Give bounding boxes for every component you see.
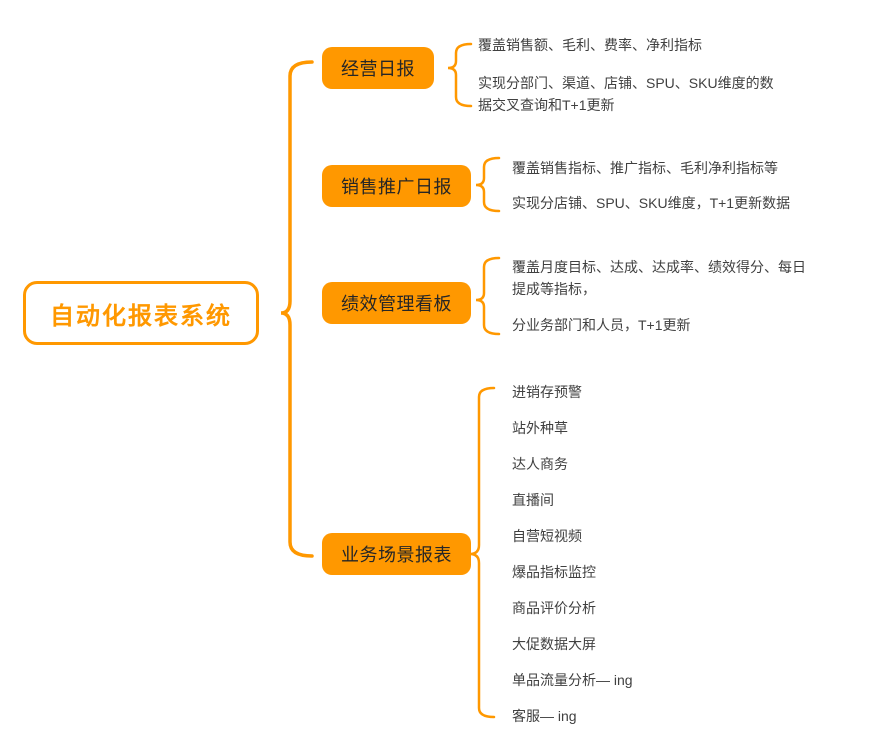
leaf-topic[interactable]: 分业务部门和人员，T+1更新 [512,317,691,333]
branch-label: 经营日报 [341,59,415,79]
branch-2-brace [475,256,501,336]
branch-1-brace [475,156,501,213]
leaf-topic[interactable]: 商品评价分析 [512,600,596,616]
root-topic-label: 自动化报表系统 [50,302,232,330]
branch-3-brace [469,386,496,719]
leaf-topic[interactable]: 大促数据大屏 [512,636,596,652]
branch-node-business-scene-reports[interactable]: 业务场景报表 [322,533,471,575]
leaf-topic[interactable]: 单品流量分析— ing [512,672,633,688]
leaf-topic[interactable]: 覆盖销售指标、推广指标、毛利净利指标等 [512,160,778,176]
leaf-topic[interactable]: 客服— ing [512,708,577,724]
branch-3-leaf-list: 进销存预警 站外种草 达人商务 直播间 自营短视频 爆品指标监控 商品评价分析 … [512,384,633,724]
leaf-topic[interactable]: 进销存预警 [512,384,582,400]
branch-node-sales-promo-daily[interactable]: 销售推广日报 [322,165,471,207]
leaf-topic[interactable]: 达人商务 [512,456,568,472]
branch-node-operating-daily[interactable]: 经营日报 [322,47,434,89]
root-topic-node[interactable]: 自动化报表系统 [23,281,259,345]
branch-label: 销售推广日报 [341,177,452,197]
leaf-topic[interactable]: 直播间 [512,492,554,508]
branch-label: 绩效管理看板 [341,294,452,314]
branch-label: 业务场景报表 [341,545,452,565]
leaf-topic[interactable]: 爆品指标监控 [512,564,596,580]
leaf-topic[interactable]: 实现分店铺、SPU、SKU维度，T+1更新数据 [512,195,791,211]
leaf-topic[interactable]: 站外种草 [512,420,568,436]
leaf-topic[interactable]: 覆盖月度目标、达成、达成率、绩效得分、每日 提成等指标， [512,259,806,297]
branch-node-performance-board[interactable]: 绩效管理看板 [322,282,471,324]
branch-0-brace [447,42,473,108]
leaf-topic[interactable]: 覆盖销售额、毛利、费率、净利指标 [478,37,702,53]
leaf-topic[interactable]: 自营短视频 [512,528,582,544]
root-brace [280,60,314,558]
leaf-topic[interactable]: 实现分部门、渠道、店铺、SPU、SKU维度的数 据交叉查询和T+1更新 [478,75,774,113]
